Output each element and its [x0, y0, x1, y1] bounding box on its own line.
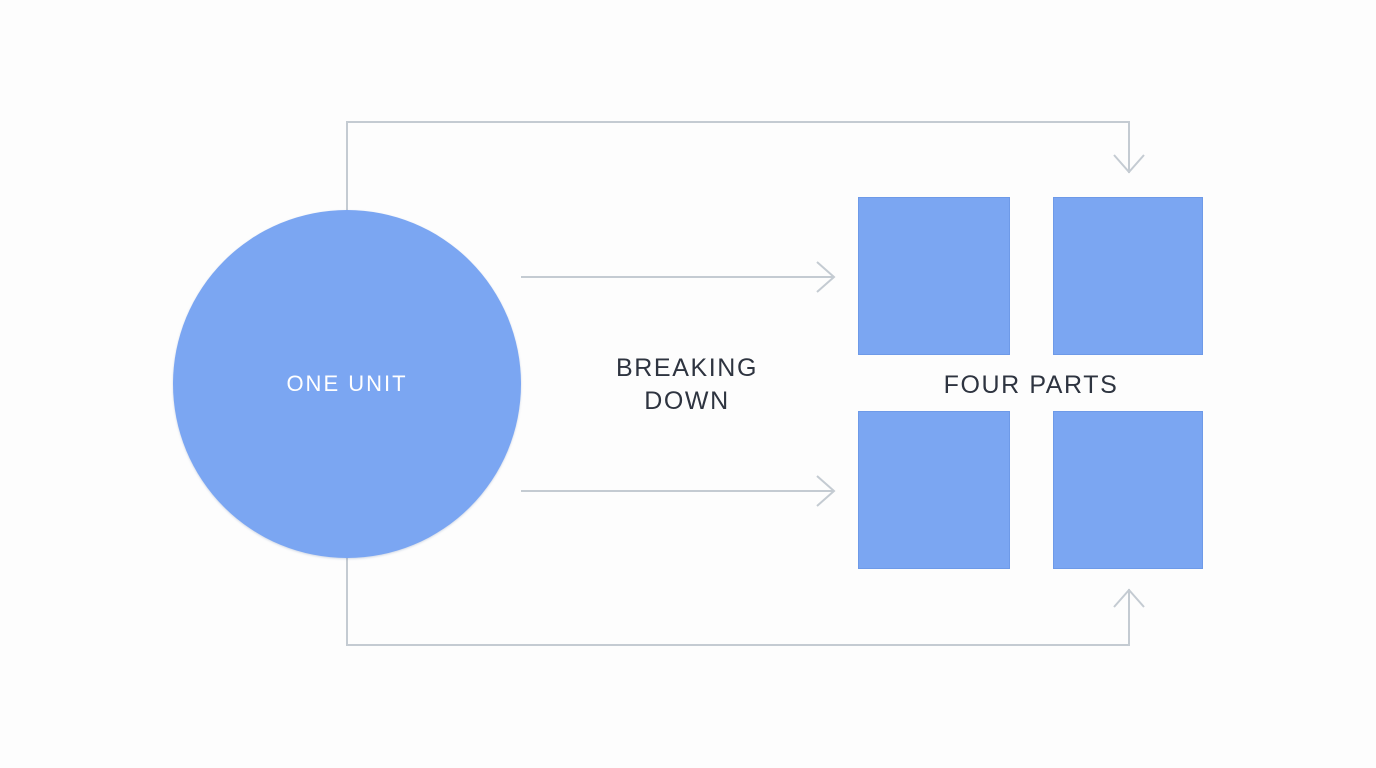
arrow-upper-horizontal: [521, 261, 836, 293]
node-one-unit[interactable]: ONE UNIT: [173, 210, 521, 558]
arrow-lower-horizontal: [521, 475, 836, 507]
arrow-top-loop: [346, 121, 1145, 211]
node-part-bottom-right[interactable]: [1053, 411, 1203, 569]
label-breaking-down: BREAKING DOWN: [616, 354, 758, 415]
node-one-unit-label: ONE UNIT: [286, 371, 408, 396]
arrow-bottom-loop: [346, 557, 1145, 646]
label-four-parts: FOUR PARTS: [943, 371, 1119, 399]
node-part-bottom-left[interactable]: [858, 411, 1010, 569]
node-part-top-left[interactable]: [858, 197, 1010, 355]
node-part-top-right[interactable]: [1053, 197, 1203, 355]
